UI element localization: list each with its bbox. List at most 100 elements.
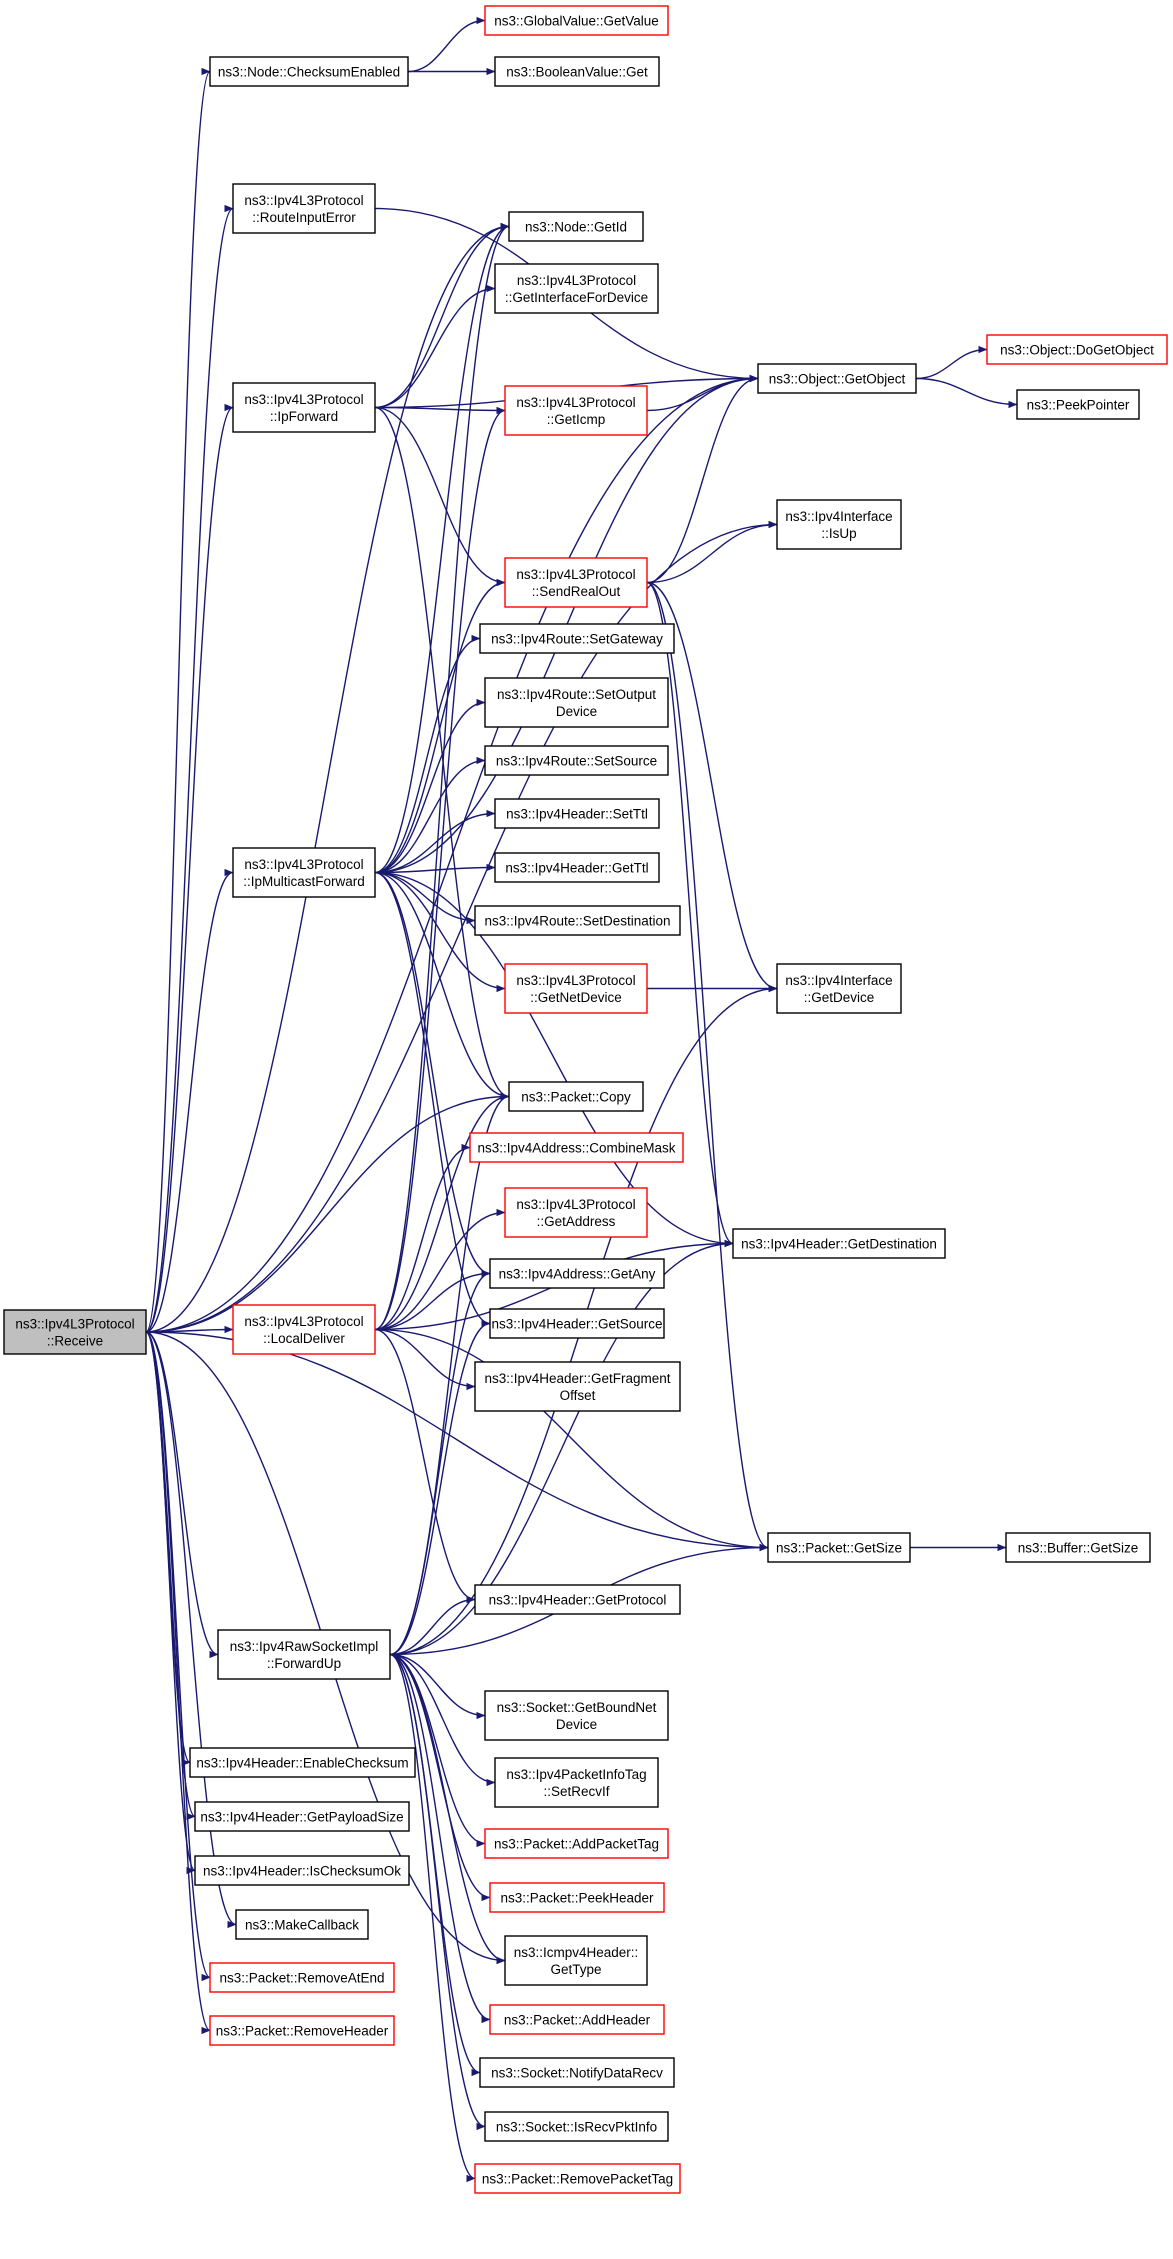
node-buffer-get-size[interactable]: ns3::Buffer::GetSize	[1005, 1532, 1151, 1563]
node-header-get-protocol[interactable]: ns3::Ipv4Header::GetProtocol	[474, 1584, 681, 1615]
edge-ip-multicast-forward-to-route-set-source	[374, 756, 486, 874]
edge-receive-to-raw-forward-up	[145, 1331, 219, 1659]
node-ip-multicast-forward-box	[232, 847, 376, 898]
node-remove-packet-tag[interactable]: ns3::Packet::RemovePacketTag	[474, 2163, 681, 2194]
node-header-get-ttl-box	[494, 852, 660, 883]
node-peek-pointer[interactable]: ns3::PeekPointer	[1016, 389, 1140, 420]
edge-get-icmp-to-object-get-object	[646, 374, 759, 412]
edge-ip-forward-to-get-interface-for-device	[374, 284, 496, 409]
node-packet-info-set-recv-if[interactable]: ns3::Ipv4PacketInfoTag::SetRecvIf	[494, 1757, 659, 1808]
node-ip-multicast-forward-label-0: ns3::Ipv4L3Protocol	[244, 857, 363, 872]
node-header-get-source[interactable]: ns3::Ipv4Header::GetSource	[489, 1308, 665, 1339]
node-header-get-destination[interactable]: ns3::Ipv4Header::GetDestination	[732, 1228, 946, 1259]
node-do-get-object[interactable]: ns3::Object::DoGetObject	[986, 334, 1168, 365]
node-object-get-object[interactable]: ns3::Object::GetObject	[757, 363, 917, 394]
node-combine-mask[interactable]: ns3::Ipv4Address::CombineMask	[469, 1132, 684, 1163]
node-remove-at-end[interactable]: ns3::Packet::RemoveAtEnd	[209, 1962, 395, 1993]
node-add-packet-tag-box	[484, 1828, 669, 1859]
node-get-interface-for-device[interactable]: ns3::Ipv4L3Protocol::GetInterfaceForDevi…	[494, 263, 659, 314]
node-add-packet-tag[interactable]: ns3::Packet::AddPacketTag	[484, 1828, 669, 1859]
node-remove-header[interactable]: ns3::Packet::RemoveHeader	[209, 2015, 395, 2046]
node-get-interface-for-device-box	[494, 263, 659, 314]
edge-checksum-enabled-to-global-get-value	[407, 16, 486, 73]
node-get-address[interactable]: ns3::Ipv4L3Protocol::GetAddress	[504, 1187, 648, 1238]
edge-send-real-out-to-iface-is-up	[646, 520, 778, 584]
node-get-payload-size-label-0: ns3::Ipv4Header::GetPayloadSize	[200, 1810, 403, 1825]
node-route-input-error[interactable]: ns3::Ipv4L3Protocol::RouteInputError	[232, 183, 376, 234]
edge-send-real-out-to-object-get-object	[646, 374, 759, 584]
node-do-get-object-box	[986, 334, 1168, 365]
node-global-get-value[interactable]: ns3::GlobalValue::GetValue	[484, 5, 669, 36]
node-iface-is-up[interactable]: ns3::Ipv4Interface::IsUp	[776, 499, 902, 550]
node-address-get-any[interactable]: ns3::Ipv4Address::GetAny	[489, 1258, 665, 1289]
node-route-set-source-box	[484, 745, 669, 776]
edge-ip-multicast-forward-to-send-real-out	[374, 578, 506, 874]
node-node-get-id[interactable]: ns3::Node::GetId	[508, 211, 644, 242]
node-is-recv-pkt-info-label-0: ns3::Socket::IsRecvPktInfo	[496, 2120, 657, 2135]
node-route-set-output-device-label-0: ns3::Ipv4Route::SetOutput	[497, 687, 656, 702]
node-get-interface-for-device-label-1: ::GetInterfaceForDevice	[505, 290, 648, 305]
node-ip-forward[interactable]: ns3::Ipv4L3Protocol::IpForward	[232, 382, 376, 433]
nodes-layer: ns3::Ipv4L3Protocol::Receive ns3::Node::C…	[3, 5, 1168, 2194]
edge-ip-multicast-forward-to-route-set-output-device	[374, 698, 486, 874]
node-route-set-gateway[interactable]: ns3::Ipv4Route::SetGateway	[479, 623, 675, 654]
node-buffer-get-size-box	[1005, 1532, 1151, 1563]
node-get-icmp[interactable]: ns3::Ipv4L3Protocol::GetIcmp	[504, 385, 648, 436]
node-notify-data-recv-box	[479, 2057, 675, 2088]
node-header-set-ttl[interactable]: ns3::Ipv4Header::SetTtl	[494, 798, 660, 829]
node-get-interface-for-device-label-0: ns3::Ipv4L3Protocol	[517, 273, 636, 288]
node-checksum-enabled-label-0: ns3::Node::ChecksumEnabled	[218, 65, 400, 80]
node-raw-forward-up[interactable]: ns3::Ipv4RawSocketImpl::ForwardUp	[217, 1629, 391, 1680]
node-is-checksum-ok[interactable]: ns3::Ipv4Header::IsChecksumOk	[194, 1855, 410, 1886]
edge-raw-forward-up-to-socket-get-bound-net-device	[389, 1653, 486, 1720]
node-checksum-enabled[interactable]: ns3::Node::ChecksumEnabled	[209, 56, 409, 87]
node-get-payload-size-box	[194, 1801, 410, 1832]
node-icmp-get-type[interactable]: ns3::Icmpv4Header::GetType	[504, 1935, 648, 1986]
node-boolean-get[interactable]: ns3::BooleanValue::Get	[494, 56, 660, 87]
node-get-icmp-label-0: ns3::Ipv4L3Protocol	[516, 395, 635, 410]
node-packet-get-size[interactable]: ns3::Packet::GetSize	[767, 1532, 911, 1563]
node-boolean-get-box	[494, 56, 660, 87]
node-get-net-device-label-0: ns3::Ipv4L3Protocol	[516, 973, 635, 988]
node-receive[interactable]: ns3::Ipv4L3Protocol::Receive	[3, 1309, 147, 1355]
node-get-payload-size[interactable]: ns3::Ipv4Header::GetPayloadSize	[194, 1801, 410, 1832]
node-notify-data-recv[interactable]: ns3::Socket::NotifyDataRecv	[479, 2057, 675, 2088]
node-ip-multicast-forward-label-1: ::IpMulticastForward	[243, 874, 365, 889]
node-peek-header[interactable]: ns3::Packet::PeekHeader	[489, 1882, 665, 1913]
node-packet-get-size-label-0: ns3::Packet::GetSize	[776, 1541, 902, 1556]
node-get-net-device[interactable]: ns3::Ipv4L3Protocol::GetNetDevice	[504, 963, 648, 1014]
node-make-callback[interactable]: ns3::MakeCallback	[235, 1909, 369, 1940]
node-object-get-object-label-0: ns3::Object::GetObject	[769, 372, 906, 387]
node-route-set-gateway-label-0: ns3::Ipv4Route::SetGateway	[491, 632, 663, 647]
node-packet-copy[interactable]: ns3::Packet::Copy	[508, 1081, 644, 1112]
node-iface-get-device[interactable]: ns3::Ipv4Interface::GetDevice	[776, 963, 902, 1014]
edge-receive-to-iface-is-up	[145, 520, 778, 1333]
node-is-recv-pkt-info[interactable]: ns3::Socket::IsRecvPktInfo	[484, 2111, 669, 2142]
node-ip-forward-box	[232, 382, 376, 433]
node-packet-copy-box	[508, 1081, 644, 1112]
node-remove-packet-tag-label-0: ns3::Packet::RemovePacketTag	[482, 2172, 673, 2187]
node-route-set-source[interactable]: ns3::Ipv4Route::SetSource	[484, 745, 669, 776]
edge-local-deliver-to-packet-get-size	[374, 1328, 769, 1552]
node-receive-label-1: ::Receive	[47, 1334, 103, 1349]
node-object-get-object-box	[757, 363, 917, 394]
node-route-set-destination[interactable]: ns3::Ipv4Route::SetDestination	[474, 905, 681, 936]
node-local-deliver[interactable]: ns3::Ipv4L3Protocol::LocalDeliver	[232, 1304, 376, 1355]
node-packet-info-set-recv-if-label-1: ::SetRecvIf	[543, 1784, 609, 1799]
node-ip-multicast-forward[interactable]: ns3::Ipv4L3Protocol::IpMulticastForward	[232, 847, 376, 898]
node-route-set-destination-label-0: ns3::Ipv4Route::SetDestination	[484, 914, 670, 929]
node-combine-mask-label-0: ns3::Ipv4Address::CombineMask	[477, 1141, 675, 1156]
node-add-header[interactable]: ns3::Packet::AddHeader	[489, 2004, 665, 2035]
node-send-real-out[interactable]: ns3::Ipv4L3Protocol::SendRealOut	[504, 557, 648, 608]
node-local-deliver-box	[232, 1304, 376, 1355]
node-raw-forward-up-box	[217, 1629, 391, 1680]
edge-ip-forward-to-packet-copy	[374, 406, 510, 1101]
node-enable-checksum[interactable]: ns3::Ipv4Header::EnableChecksum	[189, 1747, 416, 1778]
node-iface-get-device-label-0: ns3::Ipv4Interface	[785, 973, 892, 988]
node-get-address-box	[504, 1187, 648, 1238]
node-header-get-ttl[interactable]: ns3::Ipv4Header::GetTtl	[494, 852, 660, 883]
node-remove-header-box	[209, 2015, 395, 2046]
